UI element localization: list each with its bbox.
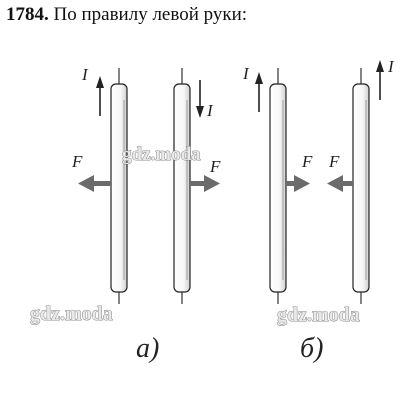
- force-label-b-left: F: [301, 152, 313, 171]
- current-arrow-a-left-up: [96, 76, 104, 116]
- current-label-b-left: I: [242, 64, 250, 83]
- current-arrow-b-left-up: [255, 72, 263, 112]
- force-arrow-a-left: [78, 175, 111, 192]
- force-arrow-a-right: [190, 175, 220, 192]
- current-arrow-b-right-up: [376, 60, 384, 100]
- caption-b: б): [300, 333, 323, 364]
- watermark-bottom-left: gdz.moda: [30, 303, 113, 325]
- force-label-a-left: F: [71, 152, 83, 171]
- rod-a-right: [173, 68, 191, 304]
- watermark-top: gdz.moda: [122, 144, 201, 165]
- caption-a: а): [136, 333, 159, 364]
- problem-number: 1784.: [6, 4, 49, 25]
- watermark-bottom-right: gdz.moda: [277, 304, 360, 326]
- current-label-b-right: I: [387, 57, 395, 76]
- rod-b-left: [269, 68, 287, 304]
- force-arrow-b-left: [286, 175, 310, 192]
- force-arrow-b-right: [327, 175, 353, 192]
- problem-header: 1784. По правилу левой руки:: [6, 4, 247, 26]
- current-label-a-left: I: [81, 65, 89, 84]
- force-label-a-right: F: [209, 157, 221, 176]
- rod-a-left: [110, 68, 128, 304]
- current-label-a-right: I: [206, 101, 214, 120]
- problem-text: По правилу левой руки:: [53, 4, 248, 25]
- current-arrow-a-right-down: [196, 80, 204, 118]
- force-label-b-right: F: [328, 152, 340, 171]
- rod-b-right: [352, 68, 370, 304]
